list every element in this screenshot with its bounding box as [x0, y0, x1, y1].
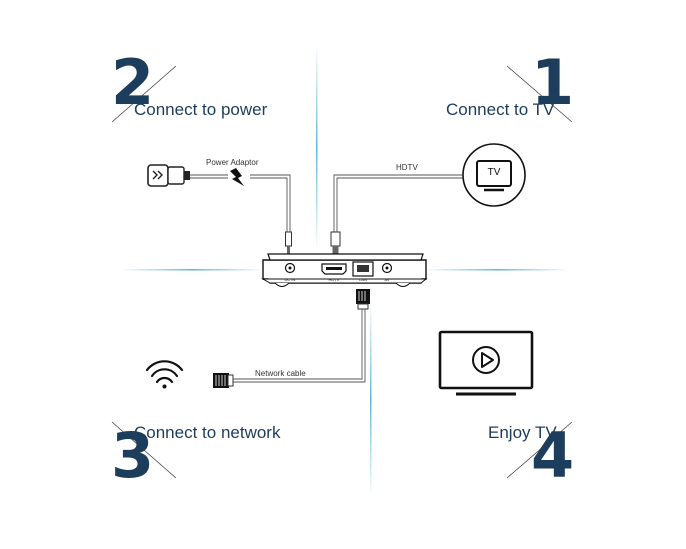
power-cable: [190, 174, 291, 232]
port-label-dc-in: DC IN: [285, 277, 296, 282]
port-label-lan: LAN: [359, 277, 367, 282]
port-label-hdtv: HDTV: [329, 277, 340, 282]
step-3-slash: [111, 421, 177, 479]
step-4-slash: [506, 421, 573, 479]
network-cable: [232, 309, 366, 383]
dc-plug: [285, 231, 292, 247]
step-2-slash: [111, 65, 177, 123]
lan-plug: [356, 289, 370, 310]
set-top-box: DC IN HDTV LAN AV: [261, 253, 428, 287]
guide-line-right: [425, 269, 570, 271]
ethernet-plug-icon: [213, 373, 234, 388]
guide-lines: [120, 45, 570, 500]
step-3-number: 3: [111, 419, 155, 492]
power-adaptor-label: Power Adaptor: [206, 158, 259, 167]
step-1-label: Connect to TV: [446, 100, 555, 119]
enjoy-tv-icon: [438, 330, 534, 396]
guide-line-left: [120, 269, 265, 271]
play-icon: [472, 346, 500, 374]
step-4-number: 4: [531, 419, 575, 492]
power-plug-icon: [147, 164, 190, 187]
port-label-av: AV: [384, 277, 389, 282]
network-cable-label: Network cable: [255, 369, 306, 378]
step-1-number: 1: [531, 46, 575, 119]
tv-badge-text: TV: [487, 167, 501, 178]
guide-line-bottom: [370, 300, 372, 500]
step-4-label: Enjoy TV: [488, 423, 557, 442]
tv-badge: [462, 143, 526, 207]
step-2-label: Connect to power: [134, 100, 268, 119]
hdmi-plug-tip: [332, 246, 339, 255]
wifi-icon: [145, 360, 184, 389]
dc-plug-tip: [287, 246, 290, 255]
step-2-number: 2: [111, 46, 155, 119]
lightning-icon: [230, 168, 244, 186]
step-3-label: Connect to network: [134, 423, 281, 442]
step-1-slash: [506, 65, 573, 123]
guide-line-top: [316, 45, 318, 250]
hdtv-cable-label: HDTV: [396, 163, 418, 172]
hdtv-cable: [333, 174, 466, 232]
hdmi-plug: [330, 231, 341, 247]
